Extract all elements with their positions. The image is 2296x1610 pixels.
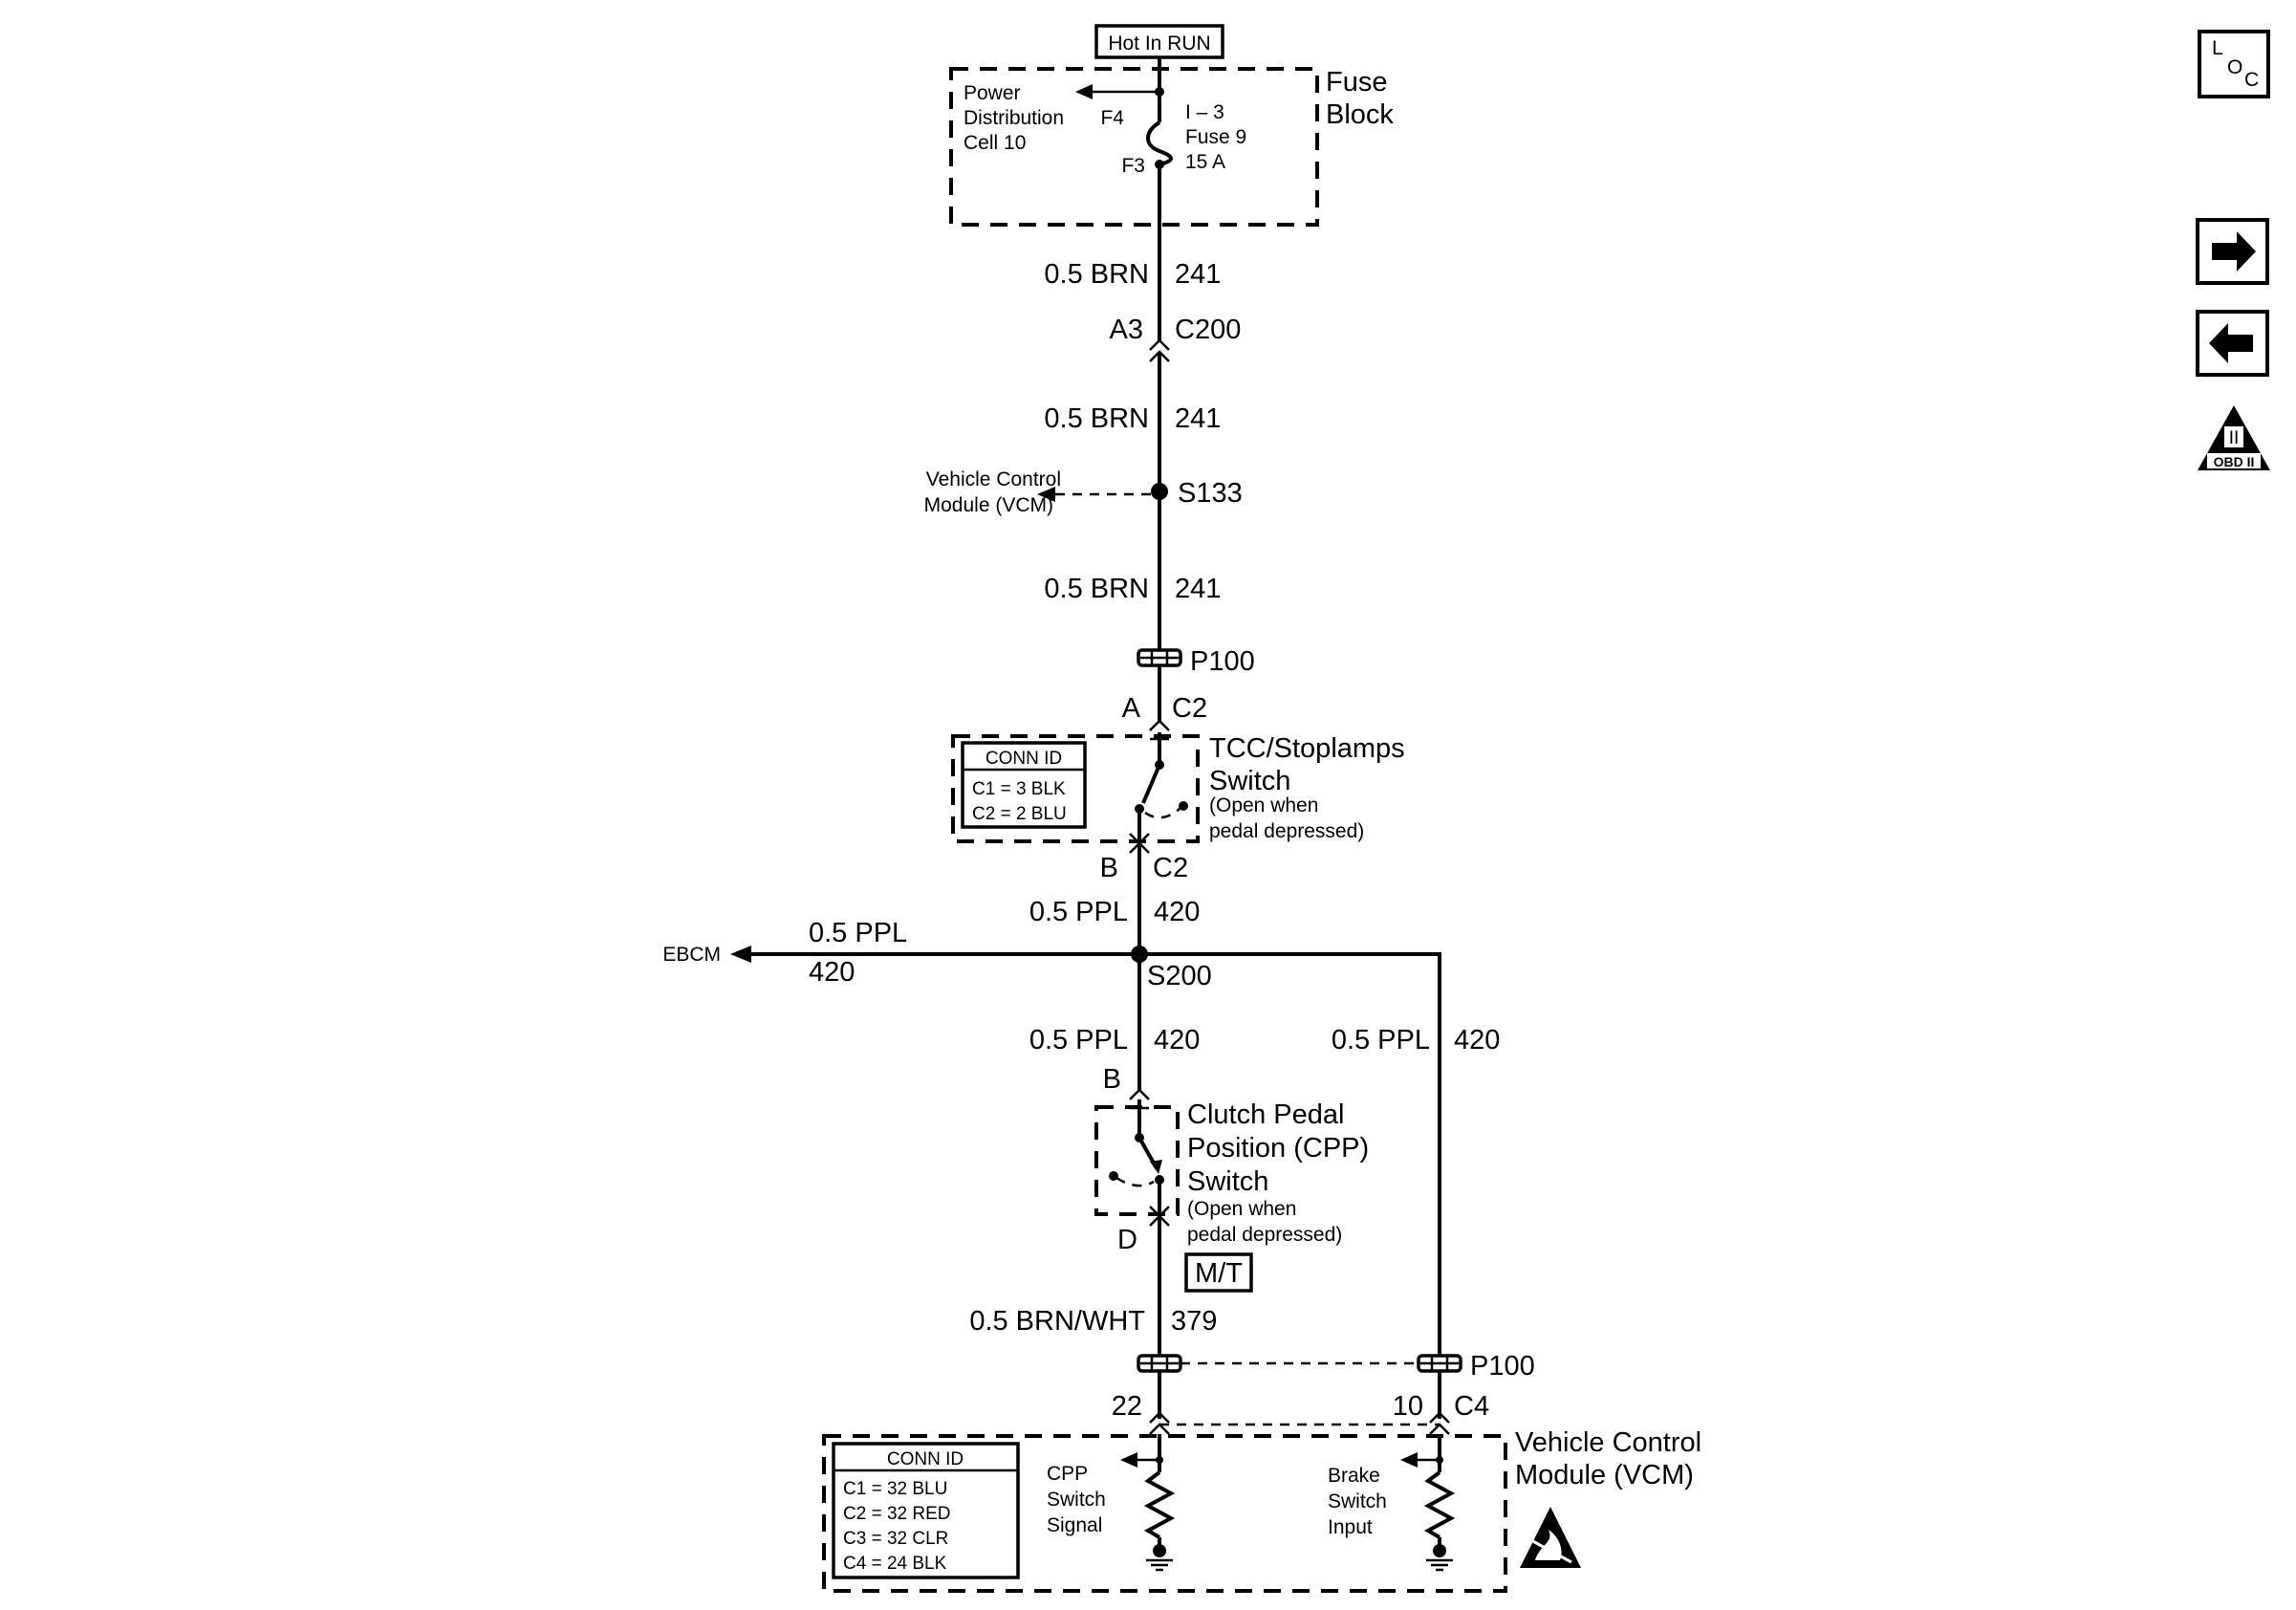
fuse-block: Fuse Block Power Distribution Cell 10 F4… [949,67,1394,227]
vcm-brake-input: Brake Switch Input [1328,1411,1456,1572]
svg-text:B: B [1100,853,1118,883]
connector-c200: A3 C200 [1110,315,1241,362]
svg-text:II: II [2229,428,2240,448]
svg-text:O: O [2227,56,2242,78]
svg-text:0.5 PPL: 0.5 PPL [1029,1025,1128,1055]
svg-text:(Open when: (Open when [1187,1198,1296,1220]
tcc-switch-title: TCC/Stoplamps [1209,733,1405,764]
passthrough-p100-bottom: P100 [1137,1351,1535,1382]
cpp-switch: Clutch Pedal Position (CPP) Switch (Open… [1094,1088,1369,1246]
svg-text:CONN ID: CONN ID [986,749,1062,769]
svg-text:Module (VCM): Module (VCM) [924,494,1053,516]
vcm-branch-label: Vehicle Control [926,468,1061,490]
splice-s200: S200 [1131,946,1212,991]
fuse-pin-f4: F4 [1100,107,1124,129]
svg-text:0.5 PPL: 0.5 PPL [1029,897,1128,927]
svg-text:420: 420 [809,957,855,988]
hot-in-run-label: Hot In RUN [1094,24,1224,59]
svg-text:CPP: CPP [1047,1463,1088,1485]
cpp-switch-title: Clutch Pedal [1187,1099,1344,1130]
svg-text:A3: A3 [1110,315,1143,345]
vcm-module: Vehicle Control Module (VCM) CONN ID C1 … [822,1411,1701,1593]
vcm-title: Vehicle Control [1515,1427,1701,1458]
svg-text:S200: S200 [1147,961,1212,991]
obd-ii-icon[interactable]: II OBD II [2198,405,2270,470]
svg-text:D: D [1117,1225,1137,1255]
ebcm-label: EBCM [662,944,721,966]
svg-text:Distribution: Distribution [964,107,1064,129]
svg-text:M/T: M/T [1195,1258,1243,1289]
svg-text:L: L [2212,37,2223,59]
svg-text:Fuse 9: Fuse 9 [1185,126,1246,148]
svg-text:420: 420 [1154,897,1200,927]
svg-text:Switch: Switch [1209,766,1290,796]
svg-text:Signal: Signal [1047,1514,1102,1536]
svg-text:pedal depressed): pedal depressed) [1187,1224,1342,1246]
fuse-label: I – 3 [1185,101,1224,123]
svg-text:0.5 BRN/WHT: 0.5 BRN/WHT [969,1306,1145,1337]
circuit-number: 241 [1175,259,1221,290]
splice-s133: S133 Vehicle Control Module (VCM) [924,468,1243,516]
svg-text:C4: C4 [1454,1391,1489,1422]
svg-text:P100: P100 [1190,646,1255,677]
svg-text:379: 379 [1171,1306,1217,1337]
svg-text:0.5 PPL: 0.5 PPL [1332,1025,1430,1055]
svg-text:420: 420 [1454,1025,1500,1055]
svg-text:C1 = 3 BLK: C1 = 3 BLK [972,779,1066,799]
svg-text:Hot In RUN: Hot In RUN [1108,33,1210,54]
svg-text:(Open when: (Open when [1209,794,1318,816]
power-distribution-label: Power [964,82,1021,104]
fuse-block-title: Fuse [1326,67,1387,98]
mt-badge: M/T [1184,1252,1253,1293]
wire-size-label: 0.5 BRN [1044,259,1149,290]
svg-text:Switch: Switch [1047,1489,1106,1511]
svg-text:0.5 BRN: 0.5 BRN [1044,574,1149,604]
svg-text:0.5 PPL: 0.5 PPL [809,918,907,948]
svg-text:CONN ID: CONN ID [887,1449,964,1469]
svg-text:Switch: Switch [1187,1166,1268,1197]
svg-text:241: 241 [1175,574,1221,604]
passthrough-p100-top: P100 [1137,646,1255,677]
svg-text:C4 = 24 BLK: C4 = 24 BLK [843,1554,947,1574]
svg-text:Block: Block [1326,99,1394,130]
arrow-left-icon[interactable] [2196,310,2269,377]
svg-text:C2 = 2 BLU: C2 = 2 BLU [972,804,1067,824]
svg-text:Module (VCM): Module (VCM) [1515,1460,1694,1490]
vcm-cpp-input: CPP Switch Signal [1047,1411,1176,1572]
esd-warning-icon [1520,1507,1581,1568]
ebcm-branch: EBCM 0.5 PPL 420 [662,918,1139,988]
location-icon[interactable]: L O C [2198,30,2270,98]
tcc-stoplamps-switch: CONN ID C1 = 3 BLK C2 = 2 BLU TCC/Stopla… [951,719,1405,849]
svg-text:0.5 BRN: 0.5 BRN [1044,403,1149,434]
svg-text:Input: Input [1328,1516,1373,1538]
svg-text:S133: S133 [1178,478,1243,509]
svg-text:Switch: Switch [1328,1490,1387,1512]
svg-text:Cell 10: Cell 10 [964,132,1026,154]
svg-text:Position (CPP): Position (CPP) [1187,1133,1369,1164]
svg-text:A: A [1122,693,1141,724]
svg-text:241: 241 [1175,403,1221,434]
svg-text:15 A: 15 A [1185,151,1225,173]
fuse-pin-f3: F3 [1121,155,1145,177]
vcm-conn-id-box: CONN ID C1 = 32 BLU C2 = 32 RED C3 = 32 … [832,1442,1020,1579]
svg-text:OBD II: OBD II [2214,454,2255,469]
arrow-right-icon[interactable] [2196,218,2269,285]
svg-text:22: 22 [1112,1391,1142,1422]
svg-text:10: 10 [1393,1391,1423,1422]
svg-text:C200: C200 [1175,315,1241,345]
svg-text:C2: C2 [1172,693,1207,724]
svg-text:P100: P100 [1470,1351,1535,1382]
svg-text:420: 420 [1154,1025,1200,1055]
svg-text:B: B [1103,1064,1121,1095]
svg-text:C: C [2244,69,2259,91]
svg-text:pedal depressed): pedal depressed) [1209,820,1364,842]
svg-text:C2 = 32 RED: C2 = 32 RED [843,1504,950,1524]
tcc-conn-id-box: CONN ID C1 = 3 BLK C2 = 2 BLU [961,741,1087,829]
svg-text:Brake: Brake [1328,1465,1380,1487]
svg-text:C3 = 32 CLR: C3 = 32 CLR [843,1529,948,1549]
svg-text:C2: C2 [1153,853,1188,883]
svg-text:C1 = 32 BLU: C1 = 32 BLU [843,1479,947,1499]
